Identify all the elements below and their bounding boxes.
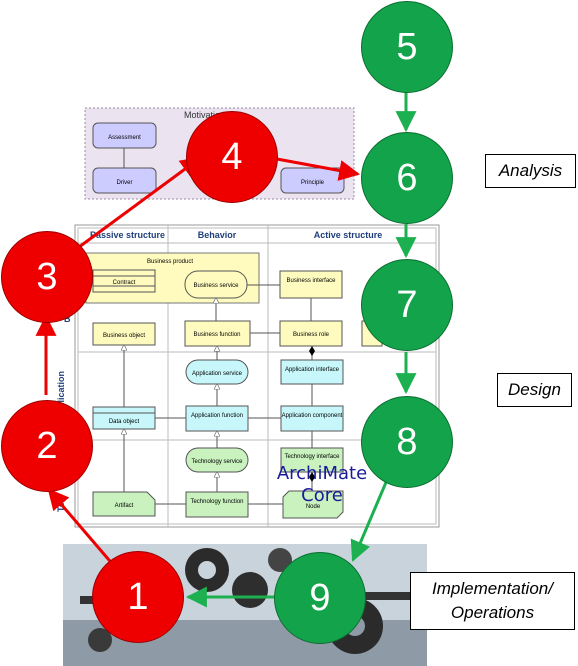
label-operations: Operations bbox=[450, 603, 535, 622]
business-layer: Business product Contract Business servi… bbox=[85, 252, 383, 347]
step-node-3: 3 bbox=[1, 231, 93, 323]
column-behavior: Behavior bbox=[198, 230, 237, 240]
step-node-2: 2 bbox=[1, 400, 93, 492]
layer-business-label: B bbox=[64, 314, 71, 324]
principle-element: Principle bbox=[301, 180, 325, 186]
business-product: Business product bbox=[147, 259, 193, 265]
technology-layer: Technology service Technology interface … bbox=[92, 429, 344, 519]
node-element: Node bbox=[306, 504, 321, 510]
technology-service-element: Technology service bbox=[191, 459, 243, 465]
application-service-element: Application service bbox=[192, 371, 243, 377]
application-function-element: Application function bbox=[191, 413, 243, 419]
application-layer: Application service Application interfac… bbox=[92, 345, 344, 432]
label-implementation: Implementation/ bbox=[432, 579, 553, 598]
label-design: Design bbox=[497, 373, 572, 407]
business-interface-element: Business interface bbox=[286, 278, 336, 284]
business-function-element: Business function bbox=[193, 332, 240, 338]
step-node-6: 6 bbox=[361, 132, 453, 224]
technology-function-element: Technology function bbox=[190, 499, 243, 505]
application-interface-element: Application interface bbox=[285, 367, 340, 373]
contract-element: Contract bbox=[113, 280, 136, 286]
business-service-element: Business service bbox=[193, 283, 239, 289]
assessment-element: Assessment bbox=[108, 135, 141, 141]
step-node-8: 8 bbox=[361, 396, 453, 488]
application-component-element: Application component bbox=[282, 413, 343, 419]
column-passive-structure: Passive structure bbox=[90, 230, 165, 240]
step-node-4: 4 bbox=[186, 111, 278, 203]
label-analysis: Analysis bbox=[485, 154, 576, 188]
step-node-5: 5 bbox=[361, 1, 453, 93]
layer-application-label: Application bbox=[56, 371, 66, 420]
core-line-1: ArchiMate bbox=[276, 463, 368, 484]
green-arrows bbox=[185, 91, 417, 608]
motivation-title: Motivation bbox=[184, 110, 225, 120]
core-line-2: Core bbox=[301, 485, 343, 506]
step-node-9: 9 bbox=[274, 552, 366, 644]
data-object-element: Data object bbox=[109, 419, 140, 425]
step-node-1: 1 bbox=[92, 551, 184, 643]
business-object-element: Business object bbox=[103, 333, 145, 339]
business-role-element: Business role bbox=[293, 332, 330, 338]
label-implementation-operations: Implementation/ Operations bbox=[410, 572, 575, 630]
column-active-structure: Active structure bbox=[314, 230, 383, 240]
step-node-7: 7 bbox=[361, 259, 453, 351]
archimate-core-caption: ArchiMate Core bbox=[262, 463, 382, 507]
red-arrows bbox=[35, 156, 361, 568]
artifact-element: Artifact bbox=[115, 503, 134, 509]
technology-interface-element: Technology interface bbox=[284, 454, 340, 460]
driver-element: Driver bbox=[117, 180, 133, 186]
